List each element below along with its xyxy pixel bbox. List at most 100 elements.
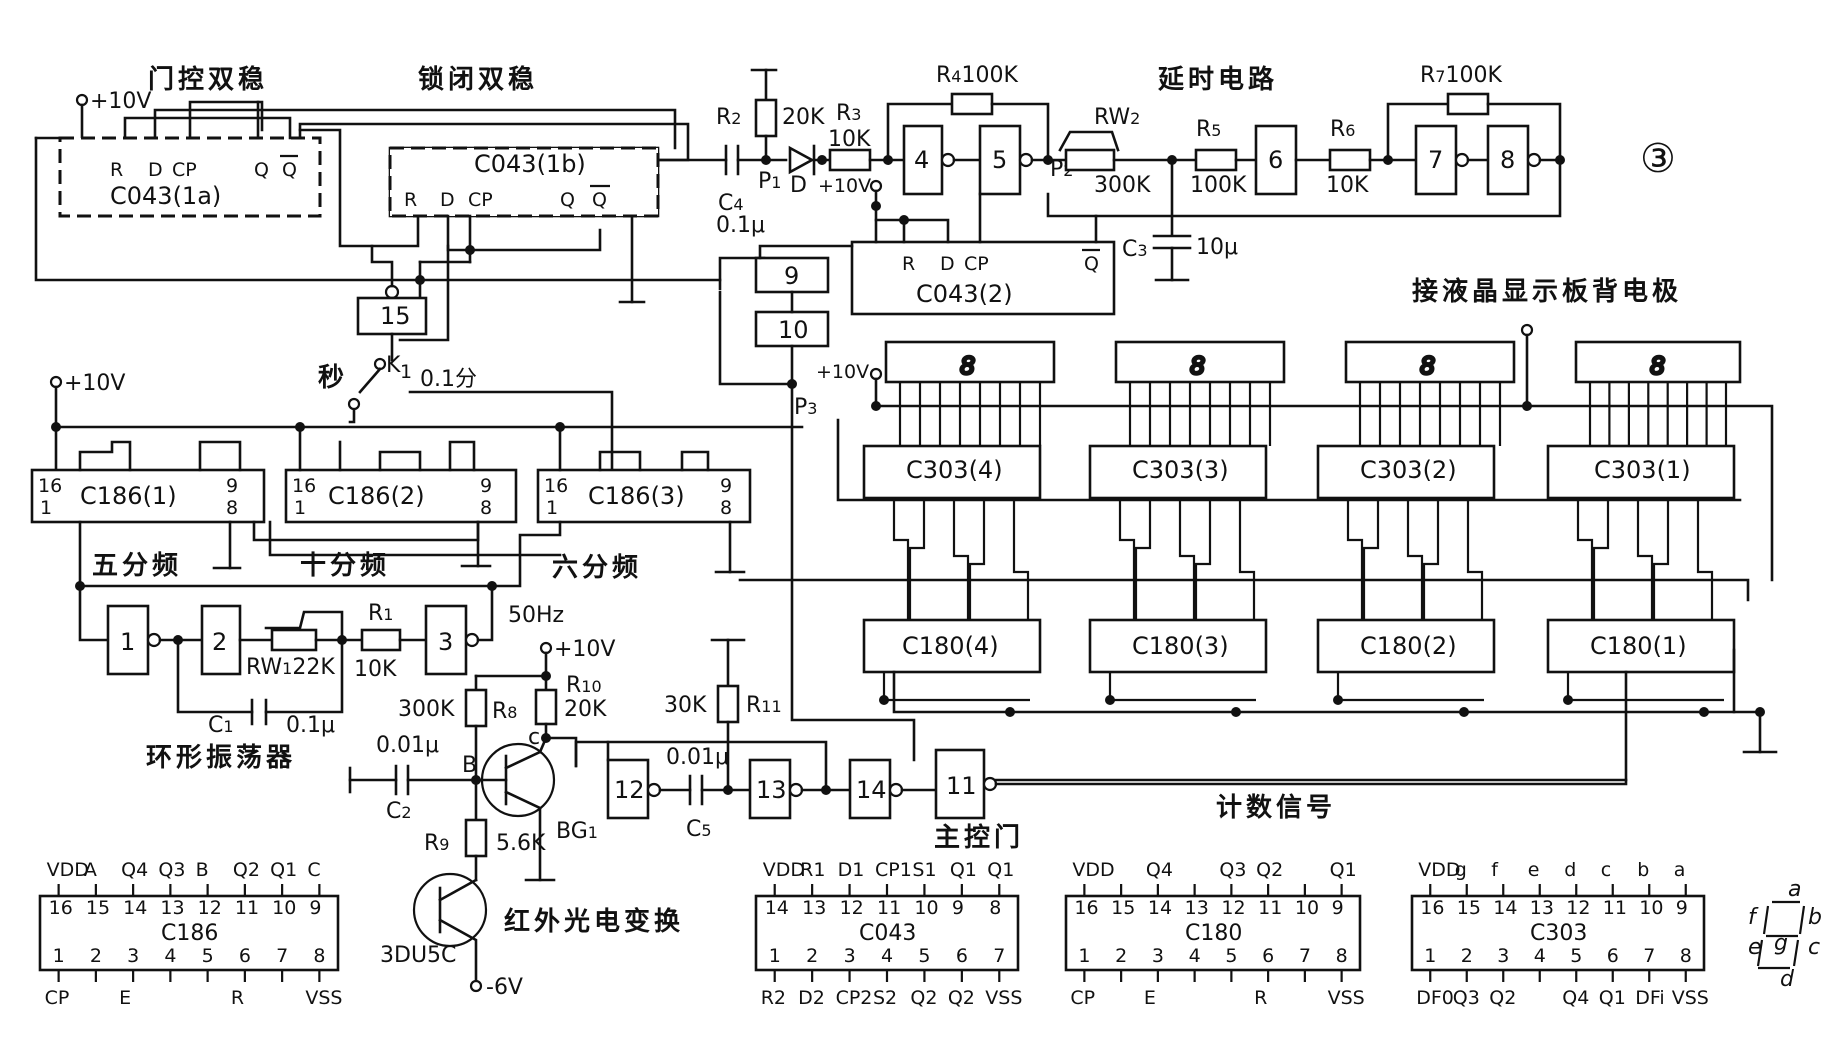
phototransistor-3du5c xyxy=(412,872,488,948)
chip-c180-2-label: C180(2) xyxy=(1360,632,1457,660)
title-gate-bistable: 门控双稳 xyxy=(148,64,268,95)
lcd-digit-1 xyxy=(1574,340,1742,384)
svg-text:9: 9 xyxy=(480,475,492,497)
r7 xyxy=(1446,92,1490,116)
pin-number: 10 xyxy=(272,897,296,919)
pin-number: 3 xyxy=(1152,945,1164,967)
c5-value: 0.01μ xyxy=(666,745,729,770)
c3-value: 10μ xyxy=(1196,235,1238,260)
switch-k1-sub: 1 xyxy=(400,361,412,383)
junction xyxy=(1563,695,1573,705)
pin-label: e xyxy=(1528,859,1540,881)
r10-value: 20K xyxy=(564,697,607,722)
pin-number: 6 xyxy=(956,945,968,967)
c1-value: 0.1μ xyxy=(286,713,335,738)
gate-1 xyxy=(106,604,150,676)
chip-c180-2 xyxy=(1316,618,1496,674)
svg-text:8: 8 xyxy=(480,497,492,519)
svg-text:9: 9 xyxy=(784,262,799,290)
pin-label: Q2 xyxy=(948,987,975,1009)
bcd-wire xyxy=(1134,498,1152,620)
pin-label: VDD xyxy=(47,859,89,881)
lcd-displays: 8 8 8 8 xyxy=(884,340,1742,384)
pin-number: 15 xyxy=(1457,897,1481,919)
svg-text:CP: CP xyxy=(468,189,493,211)
pin-number: 15 xyxy=(86,897,110,919)
pin-number: 11 xyxy=(877,897,901,919)
c043-1a-pins: R D CP Q Q xyxy=(110,154,298,181)
pin-label: d xyxy=(1564,859,1576,881)
pin-label: b xyxy=(1637,859,1649,881)
r11-value: 30K xyxy=(664,693,707,718)
pin-number: 7 xyxy=(1643,945,1655,967)
counter-decoder-wires xyxy=(879,498,1724,717)
svg-text:8: 8 xyxy=(720,497,732,519)
svg-text:D: D xyxy=(940,253,955,275)
rw1-label: RW122K xyxy=(246,655,335,680)
pinout-chip-name: C043 xyxy=(859,921,916,946)
svg-text:2: 2 xyxy=(212,628,227,656)
bg1-label: BG1 xyxy=(556,819,598,844)
gate-4 xyxy=(902,124,944,196)
pin-number: 9 xyxy=(952,897,964,919)
pin-number: 6 xyxy=(1607,945,1619,967)
r4 xyxy=(950,92,994,116)
chip-c043-1b-label: C043(1b) xyxy=(474,150,586,178)
bcd-wire xyxy=(1576,498,1594,620)
pin-number: 11 xyxy=(1603,897,1627,919)
r2-label: R2 xyxy=(716,105,741,130)
pinout-chip-name: C180 xyxy=(1185,921,1242,946)
r8-value: 300K xyxy=(398,697,455,722)
label-div10: 十分频 xyxy=(300,551,390,581)
switch-k1[interactable] xyxy=(358,367,382,394)
pin-number: 8 xyxy=(1680,945,1692,967)
pin-number: 9 xyxy=(1676,897,1688,919)
pin-number: 1 xyxy=(1424,945,1436,967)
pin-label: Q2 xyxy=(1256,859,1283,881)
svg-text:c: c xyxy=(1808,935,1820,960)
pin-number: 13 xyxy=(802,897,826,919)
switch-sec-label: 秒 xyxy=(318,363,348,393)
c5 xyxy=(688,774,704,806)
pin-label: Q3 xyxy=(1219,859,1246,881)
pin-number: 7 xyxy=(276,945,288,967)
pin-number: 4 xyxy=(1189,945,1201,967)
bcd-wire xyxy=(1194,498,1212,620)
svg-text:16: 16 xyxy=(38,475,62,497)
gate-7 xyxy=(1414,124,1458,196)
svg-text:f: f xyxy=(1748,905,1759,930)
chip-c186-2 xyxy=(284,468,518,524)
svg-text:16: 16 xyxy=(544,475,568,497)
r7-label: R7100K xyxy=(1420,63,1502,88)
supply-left-label: +10V xyxy=(64,371,125,396)
r10-label: R10 xyxy=(566,673,602,698)
r10 xyxy=(534,688,558,726)
svg-text:d: d xyxy=(1780,967,1795,992)
chip-c043-2-label: C043(2) xyxy=(916,280,1013,308)
chip-c303-2-label: C303(2) xyxy=(1360,456,1457,484)
pin-number: 2 xyxy=(1461,945,1473,967)
pin-number: 2 xyxy=(90,945,102,967)
r2 xyxy=(754,98,778,138)
c4-label: C4 xyxy=(718,191,744,216)
chip-c303-3 xyxy=(1088,444,1268,500)
gate-3 xyxy=(424,604,468,676)
c2-value: 0.01μ xyxy=(376,733,439,758)
chip-c303-1 xyxy=(1546,444,1736,500)
chip-c180-1-label: C180(1) xyxy=(1590,632,1687,660)
bcd-wire xyxy=(1406,498,1424,620)
pin-label: VSS xyxy=(1672,987,1709,1009)
r6-label: R6 xyxy=(1330,117,1355,142)
pin-label: CP xyxy=(1070,987,1095,1009)
pin-number: 4 xyxy=(1534,945,1546,967)
pin-label: R1 xyxy=(800,859,825,881)
r9-value: 5.6K xyxy=(496,831,546,856)
c4 xyxy=(724,144,740,176)
gate-11-main xyxy=(934,748,986,820)
svg-text:R: R xyxy=(902,253,915,275)
r11-label: R11 xyxy=(746,693,782,718)
pin-label: A xyxy=(84,859,97,881)
pin-number: 6 xyxy=(1262,945,1274,967)
